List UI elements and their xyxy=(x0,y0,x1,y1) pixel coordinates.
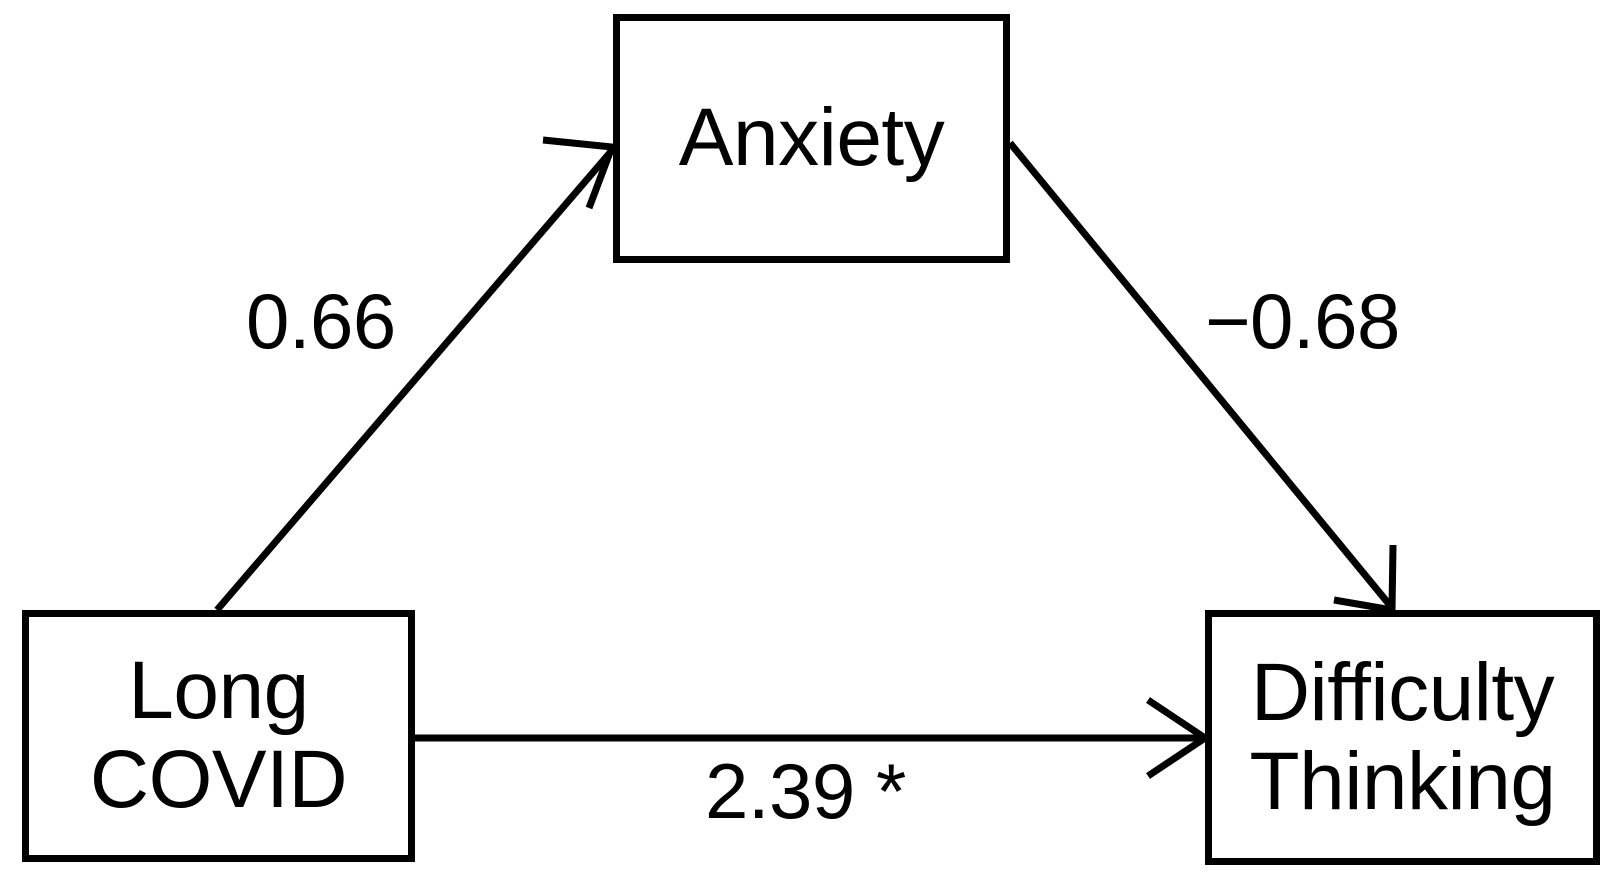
node-anxiety-label-line-1: Anxiety xyxy=(678,92,945,184)
edge-path-a-line xyxy=(214,145,617,613)
node-anxiety: Anxiety xyxy=(613,14,1010,263)
node-long-covid-label-line-1: Long xyxy=(128,645,309,737)
edge-path-b-line xyxy=(1007,140,1396,612)
node-long-covid-label-line-2: COVID xyxy=(89,734,348,825)
edge-label-path-b: −0.68 xyxy=(1205,277,1400,365)
edge-label-path-a: 0.66 xyxy=(246,277,396,365)
edge-path-b xyxy=(1007,140,1397,615)
node-difficulty-thinking-label-line-2: Thinking xyxy=(1249,735,1556,827)
node-difficulty-thinking: Difficulty Thinking xyxy=(1205,610,1600,865)
edge-label-path-c: 2.39 * xyxy=(705,747,906,835)
node-difficulty-thinking-label-line-1: Difficulty xyxy=(1250,646,1555,738)
edge-path-a xyxy=(214,136,617,613)
node-long-covid: Long COVID xyxy=(22,610,415,862)
edge-path-a-arrowhead xyxy=(542,136,617,210)
